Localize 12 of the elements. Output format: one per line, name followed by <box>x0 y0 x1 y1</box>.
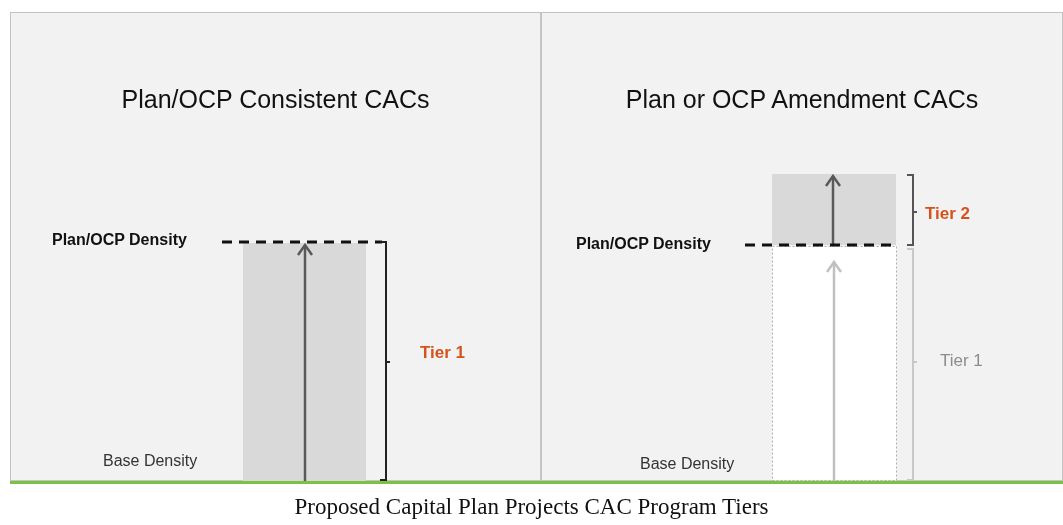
tier-label: Tier 2 <box>925 204 971 224</box>
panel-heading: Plan or OCP Amendment CACs <box>624 85 980 114</box>
tier-label: Tier 1 <box>420 343 466 363</box>
caption: Proposed Capital Plan Projects CAC Program Tiers <box>293 494 770 520</box>
panel <box>541 12 1063 481</box>
density-label: Plan/OCP Density <box>52 231 187 249</box>
density-label: Base Density <box>103 452 198 470</box>
panel-heading: Plan/OCP Consistent CACs <box>120 85 431 114</box>
density-label: Base Density <box>640 455 735 473</box>
tier-label: Tier 1 <box>940 351 983 371</box>
panel <box>10 12 541 481</box>
density-label: Plan/OCP Density <box>576 235 711 253</box>
